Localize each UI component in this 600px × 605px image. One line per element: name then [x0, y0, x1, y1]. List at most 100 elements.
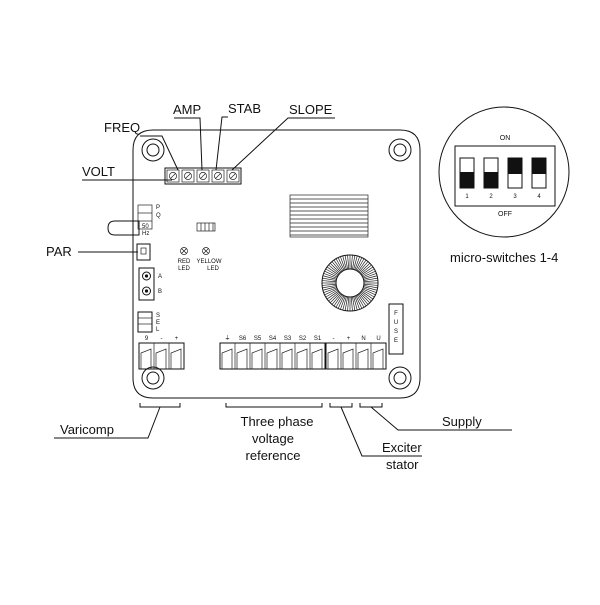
toroid-winding: [326, 290, 339, 300]
trimmer-knob: [184, 172, 192, 180]
toroid-winding: [340, 256, 346, 270]
heatsink: [289, 194, 369, 238]
toroid-winding: [363, 287, 377, 293]
toroid-winding: [324, 270, 338, 278]
mounting-hole-bottom-right: [388, 366, 412, 390]
terminal-screw: [170, 348, 182, 369]
toroid-winding: [358, 293, 369, 305]
mounting-hole-top-right: [388, 138, 412, 162]
terminal-screw: [281, 348, 293, 369]
toroid-winding: [355, 257, 363, 271]
toroid-winding: [354, 296, 360, 310]
callout-par: PAR: [46, 244, 138, 259]
toroid-winding: [325, 289, 339, 298]
led-yellow: YELLOW LED: [196, 247, 222, 272]
toroid-winding: [361, 268, 375, 277]
board-dip-header: [196, 222, 216, 232]
trimmer-knob: [214, 172, 222, 180]
varicomp-terminal-block: 9-+: [138, 336, 185, 370]
led-yellow-label: YELLOW: [196, 259, 221, 265]
toroid-winding: [322, 277, 337, 281]
terminal-pin-label: S3: [284, 336, 292, 342]
hz-label-q: Q: [156, 213, 161, 219]
toroid-winding: [360, 264, 372, 275]
toroid-winding: [337, 295, 345, 309]
par-connector: [136, 243, 151, 261]
terminal-pin-label: S4: [269, 336, 277, 342]
toroid-winding: [335, 258, 344, 272]
toroid-winding: [333, 294, 343, 307]
toroid-winding: [363, 273, 377, 279]
terminal-pin-label: S5: [254, 336, 262, 342]
toroid-winding: [322, 280, 337, 283]
toroid-winding: [361, 266, 374, 276]
terminal-screw: [342, 348, 354, 369]
terminal-pin-label: S6: [239, 336, 247, 342]
toroid-winding: [362, 270, 376, 278]
terminal-screw: [372, 348, 384, 369]
mounting-hole-top-left: [141, 138, 165, 162]
toroid-winding: [350, 255, 353, 270]
toroid-winding: [360, 291, 372, 302]
toroid-winding: [323, 287, 337, 293]
terminal-pin-label: S2: [299, 336, 307, 342]
trimmer-slot: [215, 173, 221, 179]
three-phase-label: reference: [246, 448, 301, 463]
toroid-winding: [331, 261, 342, 273]
toroid-winding: [352, 296, 356, 311]
side-label-e: E: [156, 320, 160, 326]
toroid-winding: [350, 296, 353, 311]
inset-circle: [438, 106, 570, 238]
callout-amp: AMP: [173, 102, 203, 171]
toroid-winding: [359, 292, 371, 304]
hz-jumper: P Q 50 Hz: [107, 204, 161, 237]
toroid-winding: [328, 264, 340, 275]
micro-switches-label: micro-switches 1-4: [450, 250, 558, 265]
side-label-l: L: [156, 327, 160, 333]
led-yellow-label: LED: [207, 266, 219, 272]
mounting-hole-bottom-left: [141, 366, 165, 390]
volt-label: VOLT: [82, 164, 115, 179]
toroid-winding: [322, 286, 337, 291]
toroid-winding: [342, 255, 347, 270]
three-phase-label: voltage: [252, 431, 294, 446]
terminal-screw: [155, 348, 167, 369]
fuse-letter: E: [394, 338, 398, 344]
trimmer-slot: [230, 173, 236, 179]
toroid-winding: [333, 259, 343, 272]
toroid-winding: [353, 296, 358, 311]
switch-housing: [454, 145, 556, 207]
par-label: PAR: [46, 244, 72, 259]
toroid-winding: [356, 294, 365, 308]
toroid-winding: [363, 280, 378, 283]
trimmer-slot: [185, 173, 191, 179]
toroid-winding: [357, 259, 367, 272]
hz-label-unit: Hz: [142, 231, 149, 237]
supply-label: Supply: [442, 414, 482, 429]
terminal-screw: [251, 348, 263, 369]
callout-three-phase: Three phase voltage reference: [225, 403, 323, 463]
trimmer-pot: [166, 169, 180, 183]
terminal-pin-label: +: [175, 336, 179, 342]
callout-exciter: Exciter stator: [329, 403, 422, 472]
hz-label-50: 50: [142, 224, 149, 230]
trimmer-pot: [211, 169, 225, 183]
terminal-screw: [357, 348, 369, 369]
slope-label: SLOPE: [289, 102, 333, 117]
varicomp-label: Varicomp: [60, 422, 114, 437]
stab-label: STAB: [228, 101, 261, 116]
toroid-winding: [326, 266, 339, 276]
toroid-winding: [329, 292, 341, 304]
terminal-b-label: B: [158, 289, 162, 295]
terminal-pin-label: +: [347, 336, 351, 342]
switch-off-label: OFF: [498, 211, 512, 218]
toroid-winding: [322, 275, 337, 280]
regulator-board: F U S E P Q 50 Hz: [107, 129, 421, 399]
terminal-pin-label: U: [376, 336, 380, 342]
toroid-winding: [359, 262, 371, 274]
trimmer-pot: [181, 169, 195, 183]
toroid-winding: [323, 273, 337, 279]
